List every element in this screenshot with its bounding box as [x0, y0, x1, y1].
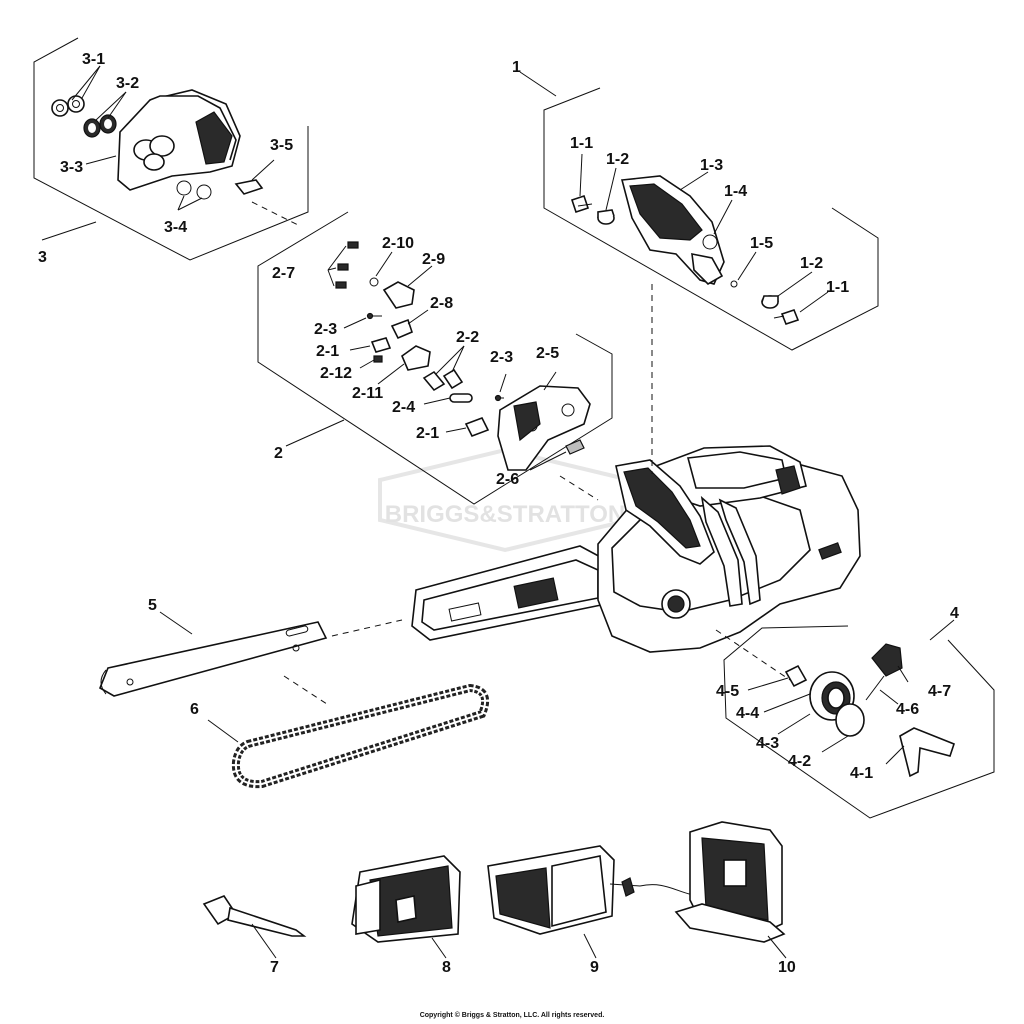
label-1-4: 1-4 — [724, 183, 747, 200]
saw-chain-6[interactable] — [231, 683, 489, 789]
label-9: 9 — [590, 959, 599, 976]
handle-4-1[interactable] — [899, 727, 955, 778]
group-1-bracket — [543, 87, 879, 351]
bushing-1-2-right[interactable] — [761, 295, 779, 309]
group-3-bracket — [33, 37, 309, 261]
label-2-1b: 2-1 — [416, 425, 439, 442]
label-2-6: 2-6 — [496, 471, 519, 488]
group-2-bracket — [257, 211, 613, 505]
washer-3-2[interactable] — [83, 114, 117, 138]
label-4-5: 4-5 — [716, 683, 739, 700]
label-3-3: 3-3 — [60, 159, 83, 176]
watermark-text: BRIGGS&STRATTON — [385, 501, 625, 528]
label-2-8: 2-8 — [430, 295, 453, 312]
lever-2-9[interactable] — [382, 281, 415, 309]
group-4-bracket — [723, 625, 995, 819]
battery-9[interactable] — [487, 845, 705, 935]
spring-2-4[interactable] — [449, 393, 473, 403]
label-2-10: 2-10 — [382, 235, 414, 252]
label-10: 10 — [778, 959, 796, 976]
label-1-1a: 1-1 — [570, 135, 593, 152]
sprocket-cover-3-3[interactable] — [117, 89, 241, 191]
label-3-2: 3-2 — [116, 75, 139, 92]
screw-2-3-left[interactable] — [366, 312, 383, 320]
o-ring-2-10[interactable] — [369, 277, 379, 287]
guide-bar-5[interactable] — [98, 621, 328, 697]
label-4-3: 4-3 — [756, 735, 779, 752]
battery-8[interactable] — [351, 855, 461, 943]
label-2-3b: 2-3 — [490, 349, 513, 366]
screw-2-7[interactable] — [335, 241, 359, 289]
label-3-4: 3-4 — [164, 219, 187, 236]
link-2-1-bottom[interactable] — [464, 416, 490, 438]
o-ring-3-4[interactable] — [176, 180, 212, 200]
screw-2-3-right[interactable] — [494, 394, 505, 402]
label-4-2: 4-2 — [788, 753, 811, 770]
charger-10[interactable] — [621, 821, 786, 943]
clip-3-5[interactable] — [234, 179, 264, 195]
bolt-2-6[interactable] — [565, 439, 585, 455]
bushing-1-2[interactable] — [597, 209, 615, 225]
label-8: 8 — [442, 959, 451, 976]
group-3-sprocket-cover — [33, 37, 309, 261]
label-2-11: 2-11 — [352, 385, 383, 402]
label-2-3a: 2-3 — [314, 321, 337, 338]
label-1-2a: 1-2 — [606, 151, 629, 168]
label-1-2b: 1-2 — [800, 255, 823, 272]
label-2-7: 2-7 — [272, 265, 295, 282]
wrench-7[interactable] — [202, 895, 307, 937]
callout-labels: 1 1-1 1-2 1-3 1-4 1-5 1-2 1-1 2 2-10 2-9… — [38, 51, 959, 976]
label-2-9: 2-9 — [422, 251, 445, 268]
brake-plate-2-5[interactable] — [497, 385, 591, 471]
bolt-4-5[interactable] — [784, 664, 808, 688]
label-3: 3 — [38, 249, 47, 266]
pin-2-12[interactable] — [373, 355, 383, 363]
label-4-4: 4-4 — [736, 705, 759, 722]
chainsaw-body[interactable] — [411, 445, 861, 653]
label-4: 4 — [950, 605, 959, 622]
label-4-1: 4-1 — [850, 765, 873, 782]
label-1-1b: 1-1 — [826, 279, 849, 296]
label-1-3: 1-3 — [700, 157, 723, 174]
label-4-7: 4-7 — [928, 683, 951, 700]
link-2-1-top[interactable] — [370, 337, 392, 353]
label-1-5: 1-5 — [750, 235, 773, 252]
spring-2-11[interactable] — [401, 345, 431, 371]
gasket-4-2[interactable] — [835, 703, 865, 737]
label-6: 6 — [190, 701, 199, 718]
group-2-brake — [257, 211, 613, 505]
label-4-6: 4-6 — [896, 701, 919, 718]
connector-lines — [251, 201, 791, 707]
group-4-oil-cap — [723, 619, 995, 819]
label-1: 1 — [512, 59, 521, 76]
label-2-12: 2-12 — [320, 365, 352, 382]
label-2-5: 2-5 — [536, 345, 559, 362]
label-2: 2 — [274, 445, 283, 462]
washer-1-5[interactable] — [730, 280, 738, 288]
guard-1-3[interactable] — [620, 175, 725, 285]
screw-1-1-right[interactable] — [773, 309, 800, 325]
label-2-2: 2-2 — [456, 329, 479, 346]
cap-4-7[interactable] — [871, 643, 903, 677]
label-2-4: 2-4 — [392, 399, 415, 416]
copyright-notice: Copyright © Briggs & Stratton, LLC. All … — [419, 1012, 605, 1019]
label-2-1a: 2-1 — [316, 343, 339, 360]
screw-1-1[interactable] — [570, 194, 593, 214]
o-ring-1-4[interactable] — [702, 234, 718, 250]
label-3-1: 3-1 — [82, 51, 105, 68]
label-5: 5 — [148, 597, 157, 614]
group-1-handle-guard — [519, 71, 879, 351]
plate-2-8[interactable] — [390, 318, 413, 340]
label-3-5: 3-5 — [270, 137, 293, 154]
nut-3-1[interactable] — [51, 95, 85, 117]
pin-2-2[interactable] — [422, 368, 464, 392]
label-7: 7 — [270, 959, 279, 976]
watermark: BRIGGS&STRATTON — [378, 447, 632, 553]
